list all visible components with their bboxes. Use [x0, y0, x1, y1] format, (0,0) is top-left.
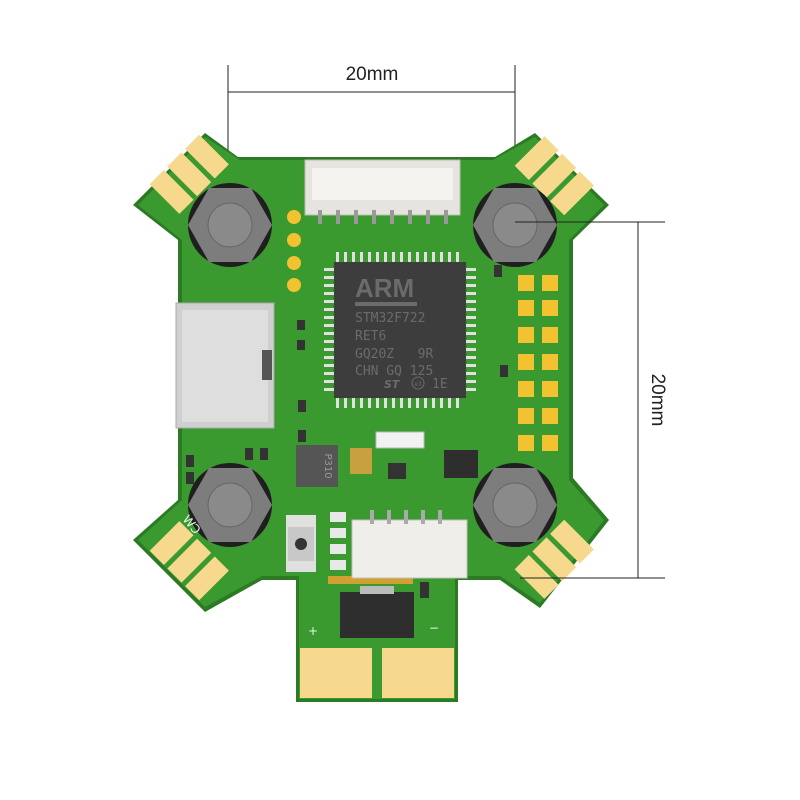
st-logo: ST	[384, 378, 401, 391]
chip-pin	[448, 398, 451, 408]
chip-pin	[408, 252, 411, 262]
chip-pin	[466, 324, 476, 327]
battery-pad-positive	[300, 648, 372, 698]
chip-pin	[392, 252, 395, 262]
chip-pin	[324, 332, 334, 335]
dimension-vertical	[515, 221, 665, 579]
chip-pin	[466, 388, 476, 391]
minus-label: −	[429, 621, 439, 635]
chip-pin	[324, 380, 334, 383]
chip-pin	[324, 388, 334, 391]
chip-pin	[360, 252, 363, 262]
chip-pin	[466, 292, 476, 295]
chip-pin	[324, 340, 334, 343]
chip-pin	[324, 364, 334, 367]
chip-pin	[352, 398, 355, 408]
chip-pin	[324, 292, 334, 295]
chip-pin	[324, 308, 334, 311]
mounting-nut	[473, 463, 557, 547]
chip-footer: 1E	[432, 377, 448, 392]
chip-pin	[392, 398, 395, 408]
chip-pin	[324, 372, 334, 375]
plus-label: +	[308, 624, 318, 638]
chip-pin	[466, 340, 476, 343]
bottom-connector	[351, 510, 468, 579]
left-round-pads	[287, 210, 301, 292]
chip-pin	[432, 398, 435, 408]
chip-pin	[344, 252, 347, 262]
chip-pin	[360, 398, 363, 408]
chip-line: CHN GQ 125	[355, 364, 433, 379]
mounting-nut	[188, 183, 272, 267]
chip-pin	[368, 252, 371, 262]
uart-pad-grid	[518, 275, 558, 451]
chip-pin	[384, 252, 387, 262]
chip-pin	[416, 252, 419, 262]
chip-pin	[324, 316, 334, 319]
chip-pin	[400, 398, 403, 408]
chip-pin	[368, 398, 371, 408]
chip-pin	[324, 284, 334, 287]
chip-pin	[432, 252, 435, 262]
chip-pin	[424, 252, 427, 262]
chip-logo: ARM	[355, 273, 414, 303]
small-chip-text: P310	[322, 453, 333, 478]
mounting-nut	[188, 463, 272, 547]
chip-pin	[376, 398, 379, 408]
chip-mark: e3	[414, 381, 422, 388]
chip-pin	[324, 324, 334, 327]
chip-pin	[324, 300, 334, 303]
chip-pin	[466, 300, 476, 303]
power-tail: + −	[300, 586, 454, 698]
chip-line: RET6	[355, 329, 386, 344]
chip-pin	[352, 252, 355, 262]
chip-pin	[466, 348, 476, 351]
dimension-vertical-label: 20mm	[647, 374, 668, 427]
chip-pin	[466, 364, 476, 367]
chip-pin	[456, 252, 459, 262]
chip-pin	[324, 356, 334, 359]
chip-pin	[466, 332, 476, 335]
chip-line: GQ20Z 9R	[355, 347, 433, 362]
chip-pin	[448, 252, 451, 262]
chip-pin	[376, 252, 379, 262]
battery-pad-negative	[382, 648, 454, 698]
usb-port	[175, 302, 275, 429]
chip-pin	[440, 252, 443, 262]
dimension-horizontal-label: 20mm	[346, 64, 399, 85]
chip-pin	[466, 316, 476, 319]
chip-pin	[466, 308, 476, 311]
chip-pin	[416, 398, 419, 408]
motor-pads	[149, 134, 594, 601]
mcu-chip: ARM STM32F722 RET6 GQ20Z 9R CHN GQ 125 S…	[324, 252, 476, 408]
chip-pin	[400, 252, 403, 262]
chip-pin	[466, 276, 476, 279]
chip-pin	[466, 380, 476, 383]
boot-button[interactable]	[286, 515, 316, 572]
chip-pin	[336, 252, 339, 262]
chip-pin	[440, 398, 443, 408]
top-connector	[304, 159, 461, 224]
chip-pin	[408, 398, 411, 408]
chip-pin	[424, 398, 427, 408]
chip-pin	[324, 348, 334, 351]
chip-pin	[384, 398, 387, 408]
chip-pin	[324, 276, 334, 279]
chip-pin	[466, 268, 476, 271]
chip-pin	[336, 398, 339, 408]
chip-pin	[466, 284, 476, 287]
chip-pin	[324, 268, 334, 271]
chip-pin	[456, 398, 459, 408]
chip-pin	[466, 372, 476, 375]
mounting-nut	[473, 183, 557, 267]
components: P310	[186, 265, 508, 598]
chip-line: STM32F722	[355, 311, 425, 326]
chip-pin	[466, 356, 476, 359]
chip-pin	[344, 398, 347, 408]
